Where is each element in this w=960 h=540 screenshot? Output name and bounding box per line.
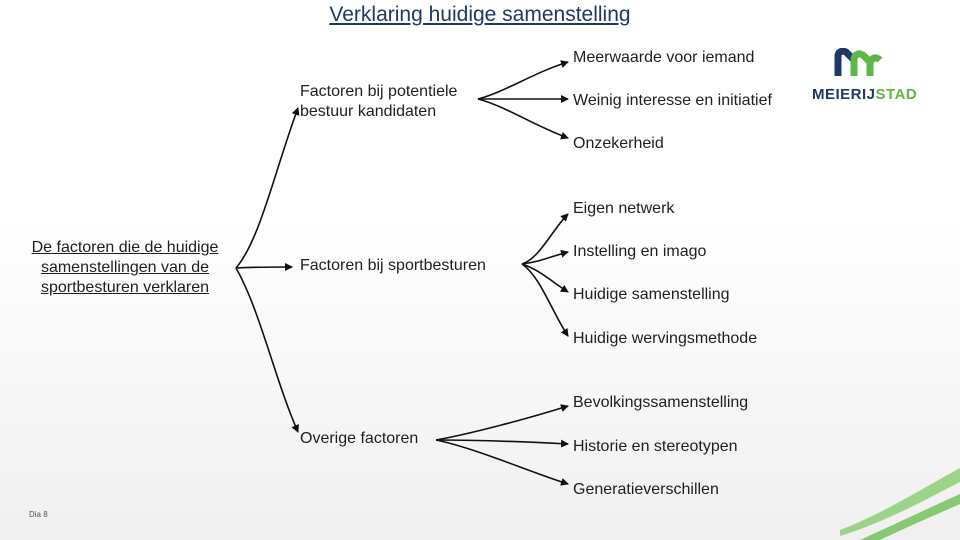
connector-b2-leaf3: [521, 263, 569, 293]
logo-text-part2: STAD: [875, 86, 918, 103]
connector-b3-leaf1: [435, 404, 569, 441]
connector-b2-leaf1: [521, 213, 569, 265]
connector-b2-leaf4: [521, 263, 569, 337]
connector-b3-leaf3: [435, 439, 569, 486]
connector-b1-leaf3: [477, 98, 569, 140]
connector-b2-leaf2: [521, 249, 569, 265]
meierijstad-logo-text: MEIERIJSTAD: [812, 86, 917, 103]
leaf-label: Onzekerheid: [573, 135, 664, 152]
leaf-label: Huidige wervingsmethode: [573, 330, 758, 347]
leaf-label: Bevolkingssamenstelling: [573, 394, 749, 411]
leaf-label: Eigen netwerk: [573, 200, 675, 217]
branch-label-sport-boards: Factoren bij sportbesturen: [300, 257, 486, 274]
leaf-label: Weinig interesse en initiatief: [573, 92, 772, 109]
leaf-label: Meerwaarde voor iemand: [573, 49, 755, 66]
decorative-swoosh: [840, 468, 960, 540]
connector-root-branch2: [235, 263, 293, 272]
leaf-label: Huidige samenstelling: [573, 286, 730, 303]
leaf-label: Generatieverschillen: [573, 481, 719, 498]
leaf-label: Historie en stereotypen: [573, 438, 738, 455]
meierijstad-logo-mark: [834, 48, 883, 76]
root-node-label: De factoren die de huidige samenstelling…: [31, 239, 219, 296]
slide-number: Dia 8: [29, 510, 48, 519]
logo-text-part1: MEIERIJ: [812, 86, 876, 103]
connector-b3-leaf2: [435, 439, 569, 448]
connector-b1-leaf1: [477, 60, 569, 100]
branch-label-potential-candidates: Factoren bij potentiele bestuur kandidat…: [300, 83, 458, 120]
branch-label-other-factors: Overige factoren: [300, 430, 419, 447]
slide-title: Verklaring huidige samenstelling: [329, 3, 631, 26]
connector-root-branch1: [235, 107, 300, 269]
leaf-label: Instelling en imago: [573, 243, 707, 260]
connector-root-branch3: [235, 267, 299, 433]
